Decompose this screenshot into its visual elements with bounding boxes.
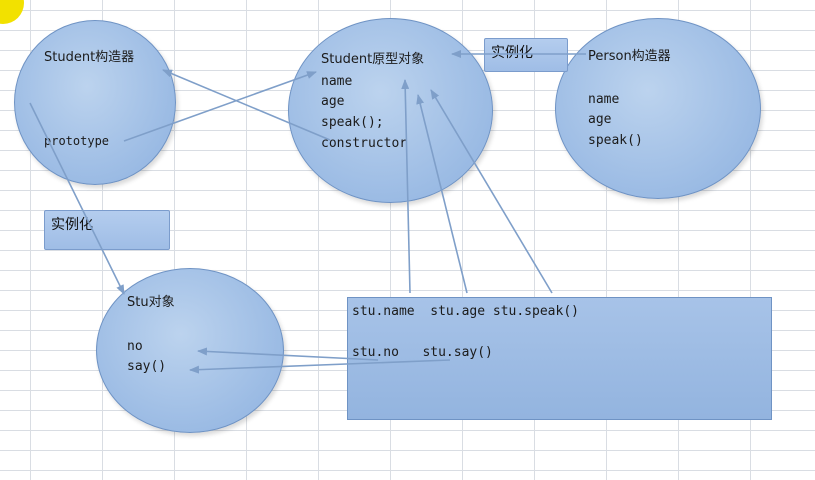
arrow-student-constructor-to-stu-object bbox=[29, 102, 125, 295]
stu-object-title: Stu对象 bbox=[127, 295, 175, 310]
stu-object-ellipse bbox=[96, 268, 284, 433]
prototype-label: prototype bbox=[44, 134, 110, 148]
access-expression-box bbox=[347, 297, 772, 420]
person-constructor-ellipse bbox=[555, 18, 761, 199]
prototype-field-constructor: constructor bbox=[321, 136, 408, 151]
arrow-stu-no-to-stu-object bbox=[197, 347, 379, 361]
stu-field-say: say() bbox=[127, 359, 167, 374]
arrow-stu-say-to-stu-object bbox=[189, 359, 451, 374]
person-constructor-title: Person构造器 bbox=[588, 49, 671, 64]
person-field-name: name bbox=[588, 92, 620, 107]
instantiate-label-left: 实例化 bbox=[44, 210, 170, 250]
person-field-speak: speak() bbox=[588, 133, 643, 148]
instantiate-label-top: 实例化 bbox=[484, 38, 568, 72]
student-constructor-title: Student构造器 bbox=[44, 50, 135, 65]
access-line-1: stu.name stu.age stu.speak() bbox=[352, 304, 579, 319]
student-prototype-title: Student原型对象 bbox=[321, 52, 425, 67]
arrow-stu-age-to-prototype bbox=[416, 94, 468, 294]
prototype-field-speak: speak(); bbox=[321, 115, 384, 130]
arrow-constructor-to-student-constructor bbox=[162, 69, 331, 141]
student-constructor-ellipse bbox=[14, 20, 176, 185]
arrow-stu-name-to-prototype bbox=[401, 79, 411, 294]
stu-field-no: no bbox=[127, 339, 143, 354]
person-field-age: age bbox=[588, 112, 612, 127]
prototype-field-name: name bbox=[321, 74, 353, 89]
prototype-field-age: age bbox=[321, 94, 345, 109]
access-line-2: stu.no stu.say() bbox=[352, 345, 493, 360]
student-prototype-ellipse bbox=[288, 18, 493, 203]
arrow-stu-speak-to-prototype bbox=[430, 89, 553, 294]
arrow-prototype-to-student-prototype bbox=[123, 71, 317, 142]
